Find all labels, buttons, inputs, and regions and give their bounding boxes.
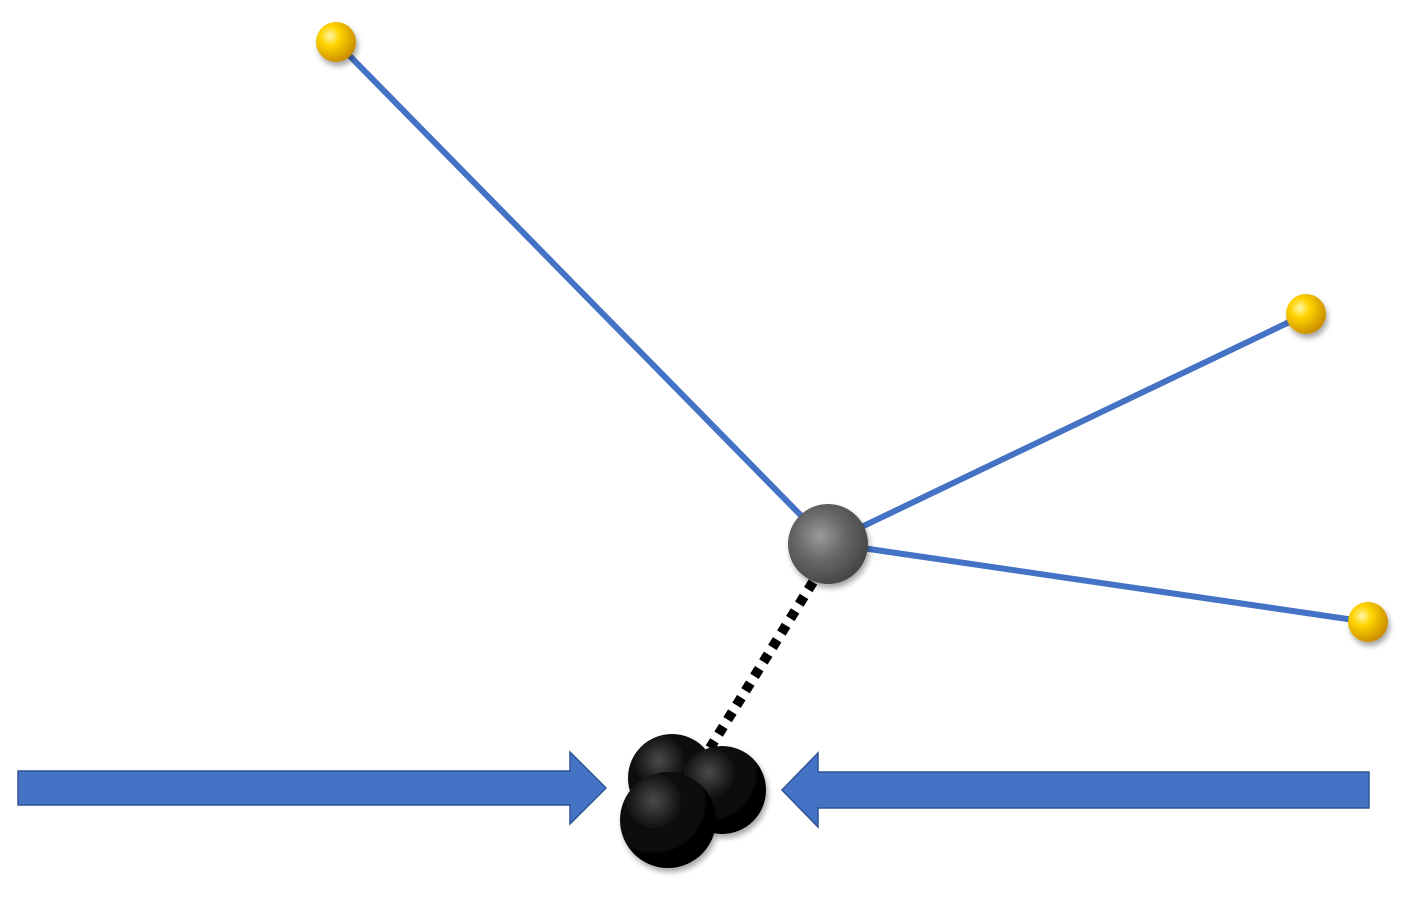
yellow-sphere-icon: [1286, 294, 1326, 334]
yellow-sphere-icon: [1348, 602, 1388, 642]
bond-line-upper-right: [828, 314, 1306, 543]
right-arrow-icon: [18, 752, 606, 824]
bond-line-lower-right: [828, 543, 1368, 622]
dotted-interaction-line: [710, 582, 813, 748]
black-sphere-cluster-icon: [620, 734, 766, 868]
left-arrow-icon: [782, 753, 1369, 827]
yellow-sphere-icon: [316, 22, 356, 62]
gray-sphere-icon: [788, 504, 868, 584]
bond-line-upper-left: [336, 42, 828, 543]
cluster-sphere: [620, 772, 716, 868]
